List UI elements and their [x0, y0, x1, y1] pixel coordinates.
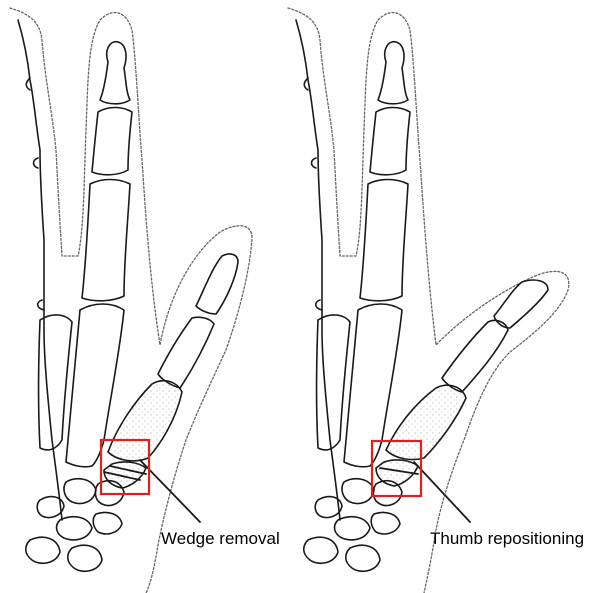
left-ring-joint-2 — [34, 158, 39, 168]
right-carpal-6 — [304, 537, 338, 563]
right-thumb-proximal — [442, 320, 508, 392]
left-thumb-distal — [196, 254, 238, 314]
left-carpal-7 — [68, 545, 102, 571]
right-thumb-distal — [494, 280, 548, 328]
right-carpal-5 — [371, 512, 400, 533]
right-proximal-phalanx — [360, 180, 408, 301]
right-pointer-line — [414, 462, 470, 522]
right-ring-joint-2 — [312, 158, 317, 168]
left-distal-phalanx — [100, 42, 130, 104]
right-hand-illustration — [288, 8, 569, 593]
left-skin-outline — [10, 8, 252, 593]
right-distal-phalanx — [378, 42, 408, 104]
wedge-removal-label: Wedge removal — [161, 530, 280, 547]
thumb-repositioning-label: Thumb repositioning — [430, 530, 584, 547]
right-carpal-7 — [346, 545, 380, 571]
left-thumb-proximal — [158, 317, 214, 388]
right-skin-outline — [288, 8, 569, 593]
right-ring-joint-3 — [316, 300, 322, 310]
right-thumb-metacarpal — [386, 385, 466, 459]
left-middle-phalanx — [92, 108, 132, 175]
left-thumb-metacarpal — [108, 381, 182, 461]
left-carpal-5 — [93, 512, 122, 533]
left-carpal-6 — [26, 537, 60, 563]
left-carpal-1 — [64, 479, 96, 504]
left-ring-joint-3 — [38, 300, 44, 310]
left-hand-illustration — [10, 8, 252, 593]
right-carpal-1 — [342, 479, 374, 504]
right-middle-phalanx — [370, 108, 410, 175]
left-proximal-phalanx — [82, 180, 130, 301]
